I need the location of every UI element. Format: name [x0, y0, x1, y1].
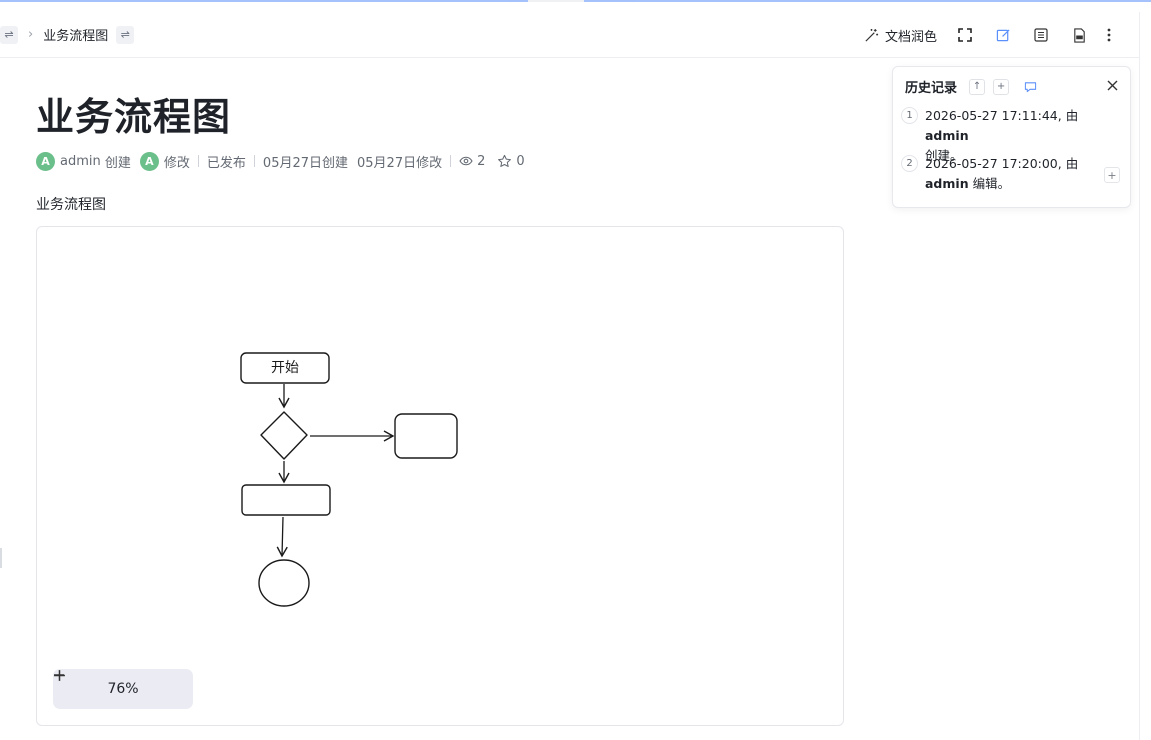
- magic-wand-icon: [865, 28, 879, 42]
- sidebar-resize-handle[interactable]: [0, 548, 2, 568]
- history-title: 历史记录: [905, 81, 958, 96]
- switch-icon[interactable]: ⇌: [0, 25, 18, 44]
- outline-button[interactable]: [1022, 22, 1060, 48]
- fullscreen-icon: [958, 28, 972, 42]
- zoom-control: 76%: [53, 669, 193, 709]
- flowchart-canvas[interactable]: 开始 76%: [36, 226, 844, 726]
- export-button[interactable]: [1060, 22, 1098, 48]
- close-icon[interactable]: [1104, 77, 1120, 93]
- status-badge: 已发布: [206, 155, 246, 171]
- zoom-level: 76%: [107, 681, 139, 697]
- start-node-label: 开始: [271, 360, 299, 376]
- view-count: 2: [477, 153, 486, 169]
- breadcrumb-current[interactable]: 业务流程图: [43, 29, 109, 44]
- fullscreen-button[interactable]: [946, 22, 984, 48]
- creator-name: admin: [60, 153, 101, 169]
- outline-icon: [1034, 28, 1048, 42]
- edge-process-end: [276, 516, 288, 558]
- arrow-up-icon[interactable]: ↑: [969, 78, 986, 95]
- created-label: 创建: [104, 155, 131, 171]
- edit-icon: [996, 28, 1010, 41]
- breadcrumb: ⇌ › 业务流程图 ⇌: [0, 25, 135, 44]
- flowchart-svg: 开始: [240, 352, 458, 607]
- star-count: 0: [516, 153, 525, 169]
- more-vertical-icon: [1107, 28, 1111, 42]
- document-meta: A admin 创建 A 修改 已发布 05月27日创建 05月27日修改 2 …: [36, 151, 525, 171]
- process-node[interactable]: [241, 484, 331, 516]
- divider: [197, 155, 199, 167]
- top-progress-line: [0, 0, 1151, 2]
- modified-date: 05月27日修改: [357, 155, 443, 171]
- export-icon: [1073, 27, 1085, 43]
- start-node[interactable]: 开始: [240, 352, 330, 384]
- created-date: 05月27日创建: [262, 155, 349, 171]
- divider: [450, 155, 452, 167]
- more-button[interactable]: [1098, 22, 1120, 48]
- avatar[interactable]: A: [139, 151, 159, 171]
- history-panel-header: 历史记录 ↑ +: [905, 77, 1039, 96]
- decision-node[interactable]: [260, 411, 308, 460]
- history-item-number: 1: [901, 107, 918, 124]
- plus-icon: [54, 670, 65, 681]
- history-item-number: 2: [901, 155, 918, 172]
- add-icon[interactable]: +: [993, 78, 1010, 95]
- modified-label: 修改: [163, 155, 190, 171]
- switch-icon[interactable]: ⇌: [116, 25, 135, 44]
- divider: [253, 155, 255, 167]
- header-bar: ⇌ › 业务流程图 ⇌ 文档润色: [0, 12, 1140, 58]
- right-scroll-rail[interactable]: [1139, 12, 1151, 740]
- page-title: 业务流程图: [36, 95, 232, 139]
- zoom-out-button[interactable]: [54, 674, 85, 700]
- avatar[interactable]: A: [36, 151, 55, 171]
- right-process-node[interactable]: [394, 413, 458, 459]
- body-text: 业务流程图: [36, 197, 106, 213]
- eye-icon: [459, 156, 473, 166]
- star-icon[interactable]: [497, 154, 512, 169]
- add-icon[interactable]: +: [1104, 167, 1120, 183]
- zoom-in-button[interactable]: [54, 670, 183, 700]
- polish-button[interactable]: 文档润色: [855, 22, 946, 48]
- edit-button[interactable]: [984, 22, 1022, 48]
- polish-label: 文档润色: [884, 29, 937, 45]
- comment-icon[interactable]: [1021, 79, 1039, 95]
- end-node[interactable]: [258, 559, 310, 607]
- toolbar: 文档润色: [855, 22, 1120, 48]
- chevron-right-icon: ›: [28, 27, 34, 42]
